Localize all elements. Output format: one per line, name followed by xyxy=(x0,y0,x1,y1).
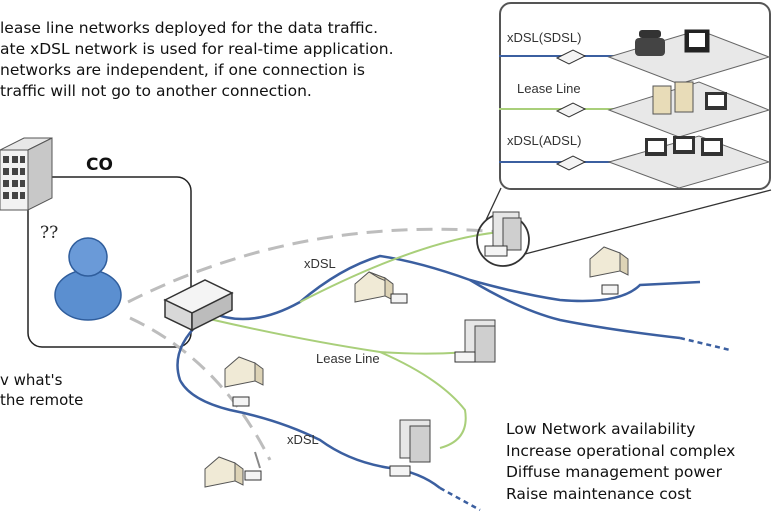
house-icon xyxy=(354,271,408,304)
dashed-link-lower xyxy=(129,316,272,461)
monitor-icon xyxy=(684,29,710,53)
central-router-icon xyxy=(163,279,234,332)
inset-label-lease-line: Lease Line xyxy=(517,81,581,96)
intro-line-2: ate xDSL network is used for real-time a… xyxy=(0,40,394,58)
house-icon xyxy=(589,246,629,295)
person-icon xyxy=(54,237,122,321)
co-building-icon xyxy=(0,137,53,211)
issue-item: Raise maintenance cost xyxy=(506,484,692,503)
floor-plane xyxy=(607,135,771,189)
computer-icon xyxy=(701,138,723,156)
issues-list: Low Network availability Increase operat… xyxy=(506,419,735,505)
lease-line-branch xyxy=(379,351,467,449)
zoom-line-right xyxy=(524,189,772,255)
dashed-link-upper xyxy=(127,227,501,304)
xdsl-branch-upper xyxy=(469,278,681,340)
xdsl-label-bottom: xDSL xyxy=(287,432,319,447)
office-building-icon xyxy=(454,319,496,363)
telephone-icon xyxy=(635,30,665,56)
intro-line-3: networks are independent, if one connect… xyxy=(0,61,365,79)
office-building-icon xyxy=(484,211,522,257)
left-note: v what's the remote xyxy=(0,370,83,410)
floor-plane xyxy=(607,29,771,85)
question-marks: ?? xyxy=(40,223,59,243)
left-note-line-2: the remote xyxy=(0,391,84,409)
inset-diagram xyxy=(499,29,771,189)
modem-icon xyxy=(555,102,587,118)
lease-line-top xyxy=(299,231,501,303)
modem-icon xyxy=(555,155,587,171)
xdsl-dash-lower xyxy=(439,486,481,511)
intro-line-4: traffic will not go to another connectio… xyxy=(0,82,312,100)
intro-line-1: lease line networks deployed for the dat… xyxy=(0,19,379,37)
xdsl-dash-upper xyxy=(679,336,731,352)
co-label: CO xyxy=(86,155,113,175)
inset-label-adsl: xDSL(ADSL) xyxy=(507,133,582,148)
arrow-line xyxy=(254,451,261,469)
issue-item: Low Network availability xyxy=(506,420,696,438)
xdsl-line-upper xyxy=(209,254,701,321)
zoom-line-left xyxy=(485,187,502,221)
lease-line xyxy=(204,317,491,355)
co-enclosure xyxy=(27,176,192,348)
modem-icon xyxy=(555,49,587,65)
house-icon xyxy=(224,356,264,407)
issue-item: Increase operational complex xyxy=(506,441,736,460)
house-icon xyxy=(204,456,262,488)
xdsl-label-top: xDSL xyxy=(304,256,336,271)
computer-icon xyxy=(673,136,695,154)
computer-icon xyxy=(705,92,727,110)
left-note-line-1: v what's xyxy=(0,371,63,389)
computer-icon xyxy=(645,138,667,156)
intro-paragraph: lease line networks deployed for the dat… xyxy=(0,18,466,102)
lease-line-label: Lease Line xyxy=(316,351,380,366)
office-building-icon xyxy=(389,419,431,477)
server-icon xyxy=(652,81,694,115)
issue-item: Diffuse management power xyxy=(506,463,722,481)
inset-label-sdsl: xDSL(SDSL) xyxy=(507,30,582,45)
